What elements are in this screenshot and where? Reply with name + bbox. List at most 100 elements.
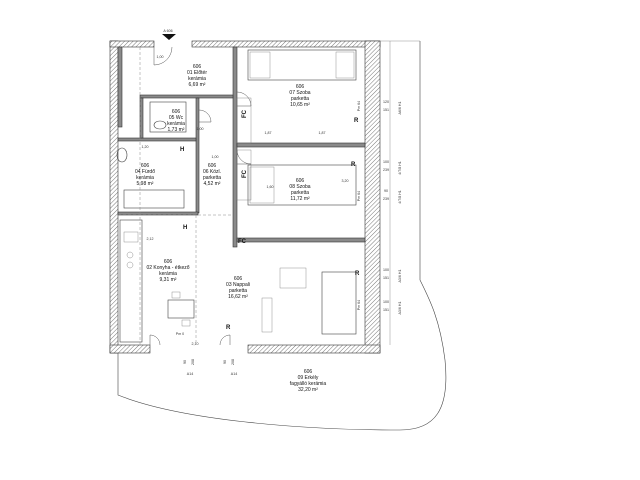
kitchen-counter bbox=[119, 219, 143, 343]
svg-text:A14: A14 bbox=[231, 372, 237, 376]
door-room07 bbox=[236, 91, 252, 107]
svg-text:Pm 0: Pm 0 bbox=[176, 332, 184, 336]
section-arrow-icon bbox=[162, 34, 176, 40]
svg-text:05 Wc: 05 Wc bbox=[169, 115, 184, 121]
axis-lines bbox=[118, 47, 233, 345]
fc-label-3: FC bbox=[238, 239, 247, 245]
chair-2 bbox=[181, 319, 191, 327]
svg-text:100: 100 bbox=[383, 300, 389, 304]
wall-south-right bbox=[247, 344, 381, 354]
svg-text:2,10: 2,10 bbox=[192, 342, 199, 346]
svg-text:A3/6 H1: A3/6 H1 bbox=[398, 270, 402, 283]
door-room08 bbox=[236, 149, 252, 165]
sink bbox=[123, 231, 139, 243]
fc-label-2: FC bbox=[242, 169, 248, 178]
svg-text:208: 208 bbox=[231, 359, 235, 365]
section-mark-label: A 606 bbox=[163, 29, 172, 33]
coffee-table bbox=[279, 267, 307, 289]
svg-text:151: 151 bbox=[383, 276, 389, 280]
bed-room07 bbox=[247, 49, 357, 81]
toilet bbox=[153, 120, 167, 130]
door-corridor bbox=[198, 109, 212, 123]
room-label-03: 606 03 Nappali parketta 16,62 m² bbox=[226, 276, 250, 300]
svg-text:Pm 64: Pm 64 bbox=[357, 101, 361, 111]
svg-text:606: 606 bbox=[208, 163, 217, 169]
room-label-06: 606 06 Közl. parketta 4,52 m² bbox=[203, 163, 221, 187]
wall-east bbox=[364, 40, 381, 354]
svg-text:2,12: 2,12 bbox=[147, 237, 154, 241]
svg-text:02 Konyha - étkező: 02 Konyha - étkező bbox=[146, 265, 189, 271]
svg-text:09 Erkély: 09 Erkély bbox=[298, 375, 319, 381]
svg-text:32,20 m²: 32,20 m² bbox=[298, 387, 318, 393]
svg-text:151: 151 bbox=[383, 108, 389, 112]
svg-text:parketta: parketta bbox=[229, 288, 247, 294]
svg-text:5,98 m²: 5,98 m² bbox=[137, 181, 154, 187]
svg-text:120: 120 bbox=[383, 100, 389, 104]
door-balcony-left bbox=[149, 334, 161, 346]
svg-text:4/7/8 H1: 4/7/8 H1 bbox=[398, 161, 402, 175]
wall-room08-south bbox=[236, 237, 366, 243]
svg-text:606: 606 bbox=[193, 64, 202, 70]
sofa bbox=[321, 271, 357, 335]
svg-text:11,72 m²: 11,72 m² bbox=[290, 196, 310, 202]
wall-corridor bbox=[195, 97, 200, 214]
svg-text:151: 151 bbox=[383, 308, 389, 312]
fixtures bbox=[116, 49, 357, 343]
interior-dimensions: 1,00 1,00 1,87 1,87 1,00 1,60 3,20 1,20 … bbox=[142, 55, 349, 346]
svg-text:1,00: 1,00 bbox=[197, 127, 204, 131]
room-label-08: 606 08 Szoba parketta 11,72 m² bbox=[289, 178, 310, 202]
fc-label-1: FC bbox=[242, 109, 248, 118]
svg-text:parketta: parketta bbox=[291, 190, 309, 196]
svg-text:90: 90 bbox=[384, 189, 388, 193]
room-label-05: 606 05 Wc kerámia 1,73 m² bbox=[167, 109, 185, 133]
room-label-02: 606 02 Konyha - étkező kerámia 9,31 m² bbox=[146, 259, 189, 283]
svg-text:90: 90 bbox=[223, 360, 227, 364]
wall-north-left bbox=[109, 40, 155, 48]
room-label-01: 606 01 Előtér kerámia 6,69 m² bbox=[187, 64, 207, 88]
interior-walls bbox=[117, 46, 366, 248]
svg-text:parketta: parketta bbox=[203, 175, 221, 181]
svg-text:A6/6 H1: A6/6 H1 bbox=[398, 102, 402, 115]
svg-text:1,87: 1,87 bbox=[265, 131, 272, 135]
svg-text:606: 606 bbox=[296, 84, 305, 90]
h-label-1: H bbox=[180, 147, 184, 153]
svg-text:01 Előtér: 01 Előtér bbox=[187, 70, 207, 76]
wardrobe-room07 bbox=[236, 97, 252, 144]
svg-text:606: 606 bbox=[234, 276, 243, 282]
svg-text:606: 606 bbox=[141, 163, 150, 169]
doors bbox=[149, 46, 252, 346]
svg-text:90: 90 bbox=[183, 360, 187, 364]
svg-text:239: 239 bbox=[383, 197, 389, 201]
room-label-07: 606 07 Szoba parketta 10,65 m² bbox=[289, 84, 310, 108]
svg-text:parketta: parketta bbox=[291, 96, 309, 102]
r-label-1: R bbox=[354, 118, 359, 124]
svg-text:04 Fürdő: 04 Fürdő bbox=[135, 169, 155, 175]
svg-text:1,20: 1,20 bbox=[142, 145, 149, 149]
door-balcony-right bbox=[219, 334, 231, 346]
svg-text:07 Szoba: 07 Szoba bbox=[289, 90, 310, 96]
room-label-04: 606 04 Fürdő kerámia 5,98 m² bbox=[135, 163, 155, 187]
svg-text:3,20: 3,20 bbox=[342, 179, 349, 183]
window-labels: 120 151 100 239 90 239 100 151 100 151 A… bbox=[357, 100, 402, 315]
balcony-edge bbox=[117, 41, 447, 431]
svg-text:kerámia: kerámia bbox=[167, 121, 185, 127]
svg-text:1,87: 1,87 bbox=[319, 131, 326, 135]
svg-text:kerámia: kerámia bbox=[188, 76, 206, 82]
wall-hall-south bbox=[139, 94, 234, 99]
wall-south-left bbox=[109, 344, 151, 354]
wall-wc-west bbox=[139, 97, 144, 139]
svg-text:606: 606 bbox=[164, 259, 173, 265]
section-marker: A 606 bbox=[162, 29, 176, 40]
svg-text:100: 100 bbox=[383, 268, 389, 272]
svg-text:16,62 m²: 16,62 m² bbox=[228, 294, 248, 300]
svg-text:A14: A14 bbox=[187, 372, 193, 376]
r-label-3: R bbox=[355, 271, 360, 277]
svg-text:08 Szoba: 08 Szoba bbox=[289, 184, 310, 190]
bottom-dimensions: 90 208 90 208 A14 A14 bbox=[183, 359, 237, 376]
pillow-room08 bbox=[249, 166, 275, 204]
svg-text:606: 606 bbox=[304, 369, 313, 375]
r-label-2: R bbox=[351, 162, 356, 168]
svg-text:1,00: 1,00 bbox=[212, 155, 219, 159]
svg-text:06 Közl.: 06 Közl. bbox=[203, 169, 221, 175]
bed-room08 bbox=[247, 164, 357, 206]
